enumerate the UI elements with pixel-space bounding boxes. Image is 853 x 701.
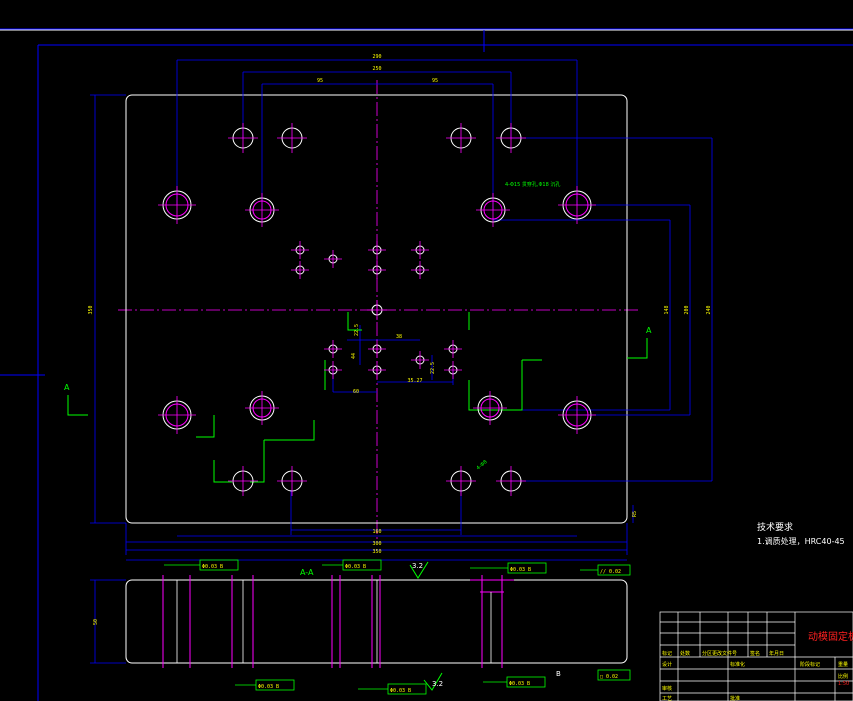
- title-block-cell: 重量: [838, 661, 848, 668]
- dim-center-1: 38: [396, 334, 402, 340]
- title-block-cell: 审核: [662, 685, 672, 692]
- tech-req-heading: 技术要求: [757, 521, 793, 533]
- dim-left-height: 350: [88, 305, 94, 314]
- title-block-cell: 设计: [662, 661, 672, 668]
- tech-req-item: 1.调质处理，HRC40-45: [757, 536, 845, 546]
- title-block-cell: 工艺: [662, 696, 672, 701]
- tol-4: Φ0.03 B: [258, 684, 279, 690]
- title-block: [659, 611, 853, 701]
- dim-bottom-1: 160: [372, 529, 381, 535]
- title-block-cell: 比例: [838, 673, 848, 680]
- dim-bottom-3: 350: [372, 549, 381, 555]
- section-marker-left: A: [64, 383, 70, 392]
- roughness-symbols: [409, 561, 443, 691]
- side-view: [125, 575, 628, 668]
- dim-center-4: 22.5: [430, 362, 436, 374]
- hole-note-1: 4-Φ15 贯穿孔,Φ18 沉孔: [505, 181, 560, 188]
- dim-side-thickness: 50: [93, 619, 99, 625]
- dim-right-1: 148: [664, 305, 670, 314]
- dim-right-3: 240: [706, 305, 712, 314]
- dim-center-2: 22.5: [354, 324, 360, 336]
- hole-note-2: 4-Φ8: [475, 459, 488, 471]
- dim-top-half-left: 95: [317, 78, 323, 84]
- tol-5: Φ0.03 B: [390, 688, 411, 694]
- tolerance-frames: [164, 559, 631, 695]
- dim-center-3: 44: [351, 353, 357, 359]
- title-block-cell: 分区: [702, 650, 712, 657]
- tol-1: Φ0.03 B: [202, 564, 223, 570]
- dim-center-6: 60: [353, 389, 359, 395]
- title-block-cell: 处数: [680, 650, 690, 657]
- dim-top-outer: 290: [372, 54, 381, 60]
- tol-3: Φ0.03 B: [510, 567, 531, 573]
- annotations: 4-Φ15 贯穿孔,Φ18 沉孔 4-Φ8 A A A-A 3.2 3.2 B …: [64, 181, 853, 694]
- dimension-texts: 290 250 95 95 350 148 200 240 160 300 35…: [88, 54, 712, 625]
- section-marker-right: A: [646, 326, 652, 335]
- title-block-cell: 标准化: [730, 661, 745, 668]
- tol-2: Φ0.03 B: [345, 564, 366, 570]
- dim-top-half-right: 95: [432, 78, 438, 84]
- title-block-cell: 批准: [730, 695, 740, 701]
- holes: [158, 123, 596, 496]
- dim-center-5: 35.27: [407, 378, 422, 384]
- tol-6: Φ0.03 B: [509, 681, 530, 687]
- roughness-bottom: 3.2: [432, 680, 443, 688]
- title-block-scale: 1:50: [838, 681, 849, 687]
- title-block-cell: 年月日: [769, 650, 784, 657]
- tol-parallel: // 0.02: [600, 569, 621, 575]
- roughness-top: 3.2: [412, 562, 423, 570]
- tol-flatness: □ 0.02: [600, 674, 618, 680]
- datum-b: B: [556, 670, 561, 678]
- title-block-cell: 阶段标记: [800, 661, 820, 668]
- title-block-cell: 标记: [662, 650, 672, 657]
- dim-top-inner: 250: [372, 66, 381, 72]
- dim-corner: R5: [632, 511, 638, 517]
- dim-right-2: 200: [684, 305, 690, 314]
- drawing-frame: [0, 28, 853, 701]
- title-block-cells: 标记 处数 分区更改文件号 签名 年月日设计 标准化 阶段标记 重量比例审核工艺 批准: [662, 650, 848, 701]
- dim-bottom-2: 300: [372, 541, 381, 547]
- title-block-cell: 签名: [750, 650, 760, 657]
- title-block-cell: 更改文件号: [712, 650, 737, 657]
- plate-outline: [125, 94, 628, 524]
- section-marks: [67, 312, 648, 483]
- section-label: A-A: [300, 568, 314, 577]
- title-block-name: 动模固定板: [808, 630, 853, 643]
